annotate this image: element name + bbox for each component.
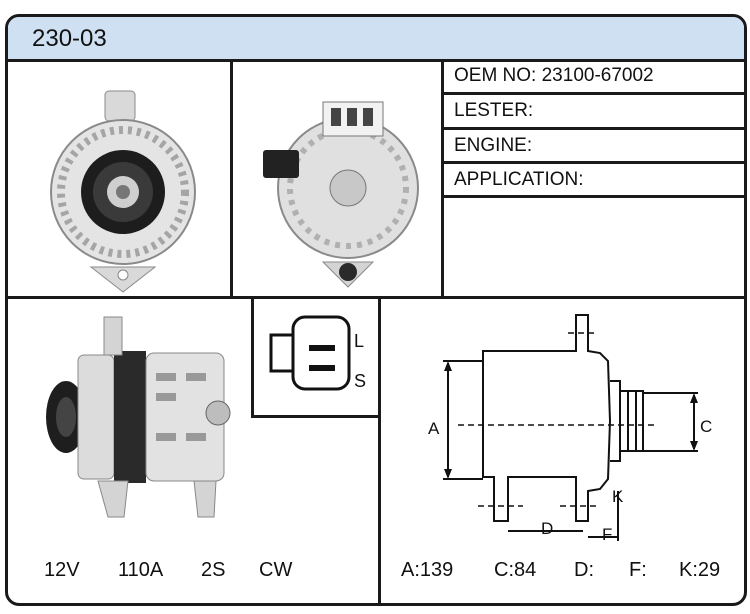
dim-label-f: F <box>602 525 613 544</box>
header-bar: 230-03 <box>8 17 744 62</box>
application-label: APPLICATION: <box>454 169 584 190</box>
dimension-diagram <box>443 314 698 541</box>
divider <box>230 59 233 297</box>
spec-row-lester: LESTER: <box>444 94 744 126</box>
voltage-rating: 12V <box>44 559 80 581</box>
dim-label-c: C <box>700 417 713 436</box>
alternator-side-view <box>46 316 231 518</box>
dimension-f: F: <box>629 559 647 581</box>
divider <box>441 59 444 297</box>
part-number-title: 230-03 <box>32 25 107 52</box>
dimension-a: A:139 <box>401 559 454 581</box>
rotation-direction: CW <box>259 559 293 581</box>
divider <box>444 161 744 164</box>
oem-number: OEM NO: 23100-67002 <box>454 65 654 86</box>
spec-row-engine: ENGINE: <box>444 129 744 161</box>
spec-row-oem: OEM NO: 23100-67002 <box>444 59 744 91</box>
amperage-rating: 110A <box>118 559 164 581</box>
alternator-rear-view <box>263 101 419 288</box>
dimension-d: D: <box>574 559 594 581</box>
divider <box>444 195 744 198</box>
dim-label-a: A <box>428 419 440 438</box>
divider <box>378 297 381 603</box>
pulley-groove: 2S <box>201 559 226 581</box>
dimension-c: C:84 <box>494 559 537 581</box>
alternator-front-view <box>50 90 196 293</box>
divider <box>444 127 744 130</box>
spec-table: OEM NO: 23100-67002 LESTER: ENGINE: APPL… <box>444 59 744 297</box>
divider <box>8 296 744 299</box>
divider <box>251 415 379 418</box>
spec-row-application: APPLICATION: <box>444 163 744 195</box>
divider <box>444 92 744 95</box>
pin-label-l: L <box>354 331 365 351</box>
divider <box>251 297 254 417</box>
lester-label: LESTER: <box>454 100 534 121</box>
connector-diagram <box>269 315 351 391</box>
engine-label: ENGINE: <box>454 135 533 156</box>
dim-label-d: D <box>541 519 554 538</box>
dim-label-k: K <box>612 487 624 506</box>
product-card: 230-03 OEM NO: 23100-67002 LESTER: ENGIN… <box>5 14 747 606</box>
dimension-k: K:29 <box>679 559 721 581</box>
pin-label-s: S <box>354 371 367 391</box>
